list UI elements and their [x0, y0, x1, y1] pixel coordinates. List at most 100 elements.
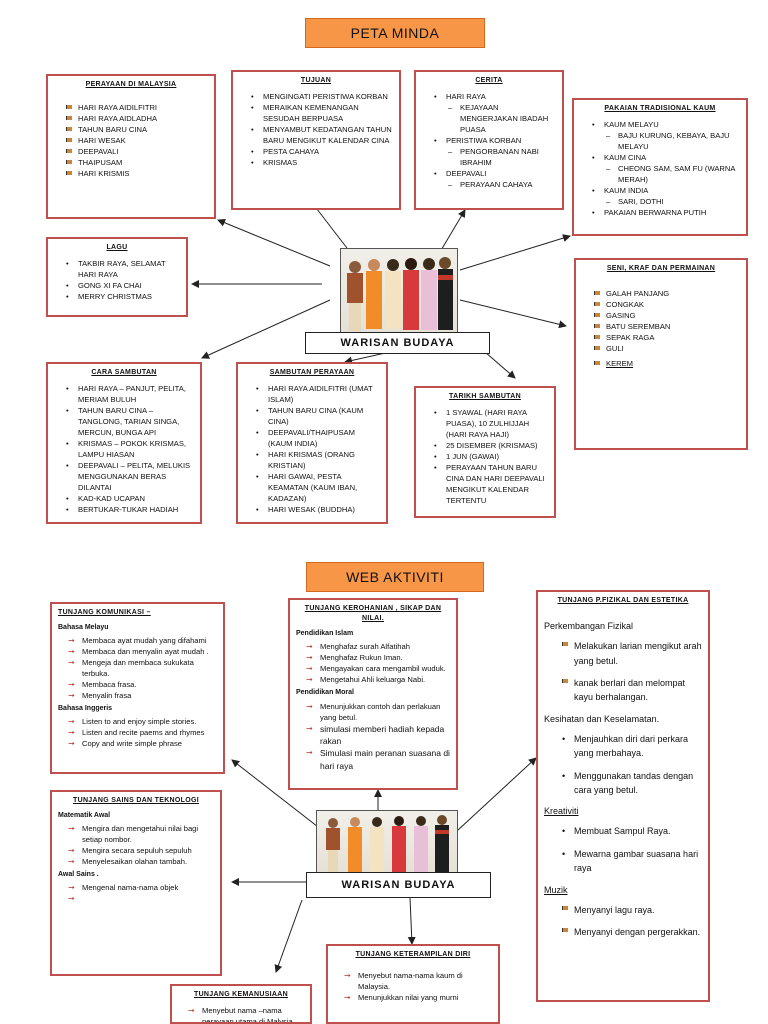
list-item: simulasi memberi hadiah kepada rakan [296, 723, 450, 748]
kerohanian-box: TUNJANG KEROHANIAN , SIKAP DAN NILAI. Pe… [288, 598, 458, 790]
keterampilan-box: TUNJANG KETERAMPILAN DIRI Menyebut nama-… [326, 944, 500, 1024]
list-item: Listen to and enjoy simple stories. [58, 716, 217, 728]
keterampilan-heading: TUNJANG KETERAMPILAN DIRI [355, 951, 471, 958]
list-item: Mengenal nama-nama objek [58, 882, 214, 894]
peta-minda-title: PETA MINDA [305, 18, 485, 48]
list-item: HARI RAYA [422, 91, 556, 102]
subheading: Matematik Awal [58, 812, 111, 820]
section-label: Perkembangan Fizikal [544, 621, 634, 632]
cerita-box: CERITA HARI RAYA KEJAYAAN MENGERJAKAN IB… [414, 70, 564, 210]
list-item: Menyalin frasa [58, 690, 217, 702]
list-item: HARI RAYA AIDILFITRI (UMAT ISLAM) [244, 383, 380, 405]
sambutan-perayaan-box: SAMBUTAN PERAYAAN HARI RAYA AIDILFITRI (… [236, 362, 388, 524]
list-item: Mengetahui Ahli keluarga Nabi. [296, 674, 450, 686]
list-item: Membaca frasa. [58, 679, 217, 691]
warisan-budaya-label: WARISAN BUDAYA [305, 332, 490, 354]
list-item: Menunjukkan nilai yang murni [334, 992, 492, 1004]
cara-heading: CARA SAMBUTAN [91, 369, 157, 376]
list-item: Membaca ayat mudah yang difahami [58, 635, 217, 647]
list-item: Copy and write simple phrase [58, 738, 217, 750]
list-item: GALAH PANJANG [582, 288, 740, 299]
list-item: CONGKAK [582, 299, 740, 310]
list-item: MENGINGATI PERISTIWA KORBAN [239, 91, 393, 102]
subheading: Pendidikan Moral [296, 689, 354, 697]
list-item: Menyelesaikan olahan tambah. [58, 856, 214, 868]
cerita-heading: CERITA [475, 77, 503, 84]
section-label: Kreativiti [544, 806, 579, 817]
pakaian-box: PAKAIAN TRADISIONAL KAUM KAUM MELAYU BAJ… [572, 98, 748, 236]
tarikh-sambutan-box: TARIKH SAMBUTAN 1 SYAWAL (HARI RAYA PUAS… [414, 386, 556, 518]
list-item: BATU SEREMBAN [582, 321, 740, 332]
list-subitem: PENGORBANAN NABI IBRAHIM [422, 146, 556, 168]
list-item: 25 DISEMBER (KRISMAS) [422, 440, 548, 451]
list-item: DEEPAVALI/THAIPUSAM (KAUM INDIA) [244, 427, 380, 449]
sains-teknologi-box: TUNJANG SAINS DAN TEKNOLOGI Matematik Aw… [50, 790, 222, 976]
lagu-heading: LAGU [106, 244, 128, 251]
list-subitem: PERAYAAN CAHAYA [422, 179, 556, 190]
list-item: Menyebut nama –nama perayaan utama di Ma… [178, 1005, 304, 1022]
list-item: PAKAIAN BERWARNA PUTIH [580, 207, 740, 218]
list-item: GONG XI FA CHAI [54, 280, 180, 291]
subheading: Bahasa Inggeris [58, 705, 113, 713]
list-item: THAIPUSAM [54, 157, 208, 168]
list-item: Melakukan larian mengikut arah yang betu… [550, 639, 702, 668]
tujuan-box: TUJUAN MENGINGATI PERISTIWA KORBAN MERAI… [231, 70, 401, 210]
kerohanian-heading: TUNJANG KEROHANIAN , SIKAP DAN NILAI. [304, 605, 442, 623]
list-item: Menjauhkan diri dari perkara yang merbah… [550, 732, 702, 761]
list-item: PERAYAAN TAHUN BARU CINA DAN HARI DEEPAV… [422, 462, 548, 506]
list-item: 1 SYAWAL (HARI RAYA PUASA), 10 ZULHIJJAH… [422, 407, 548, 440]
list-item: TAHUN BARU CINA [54, 124, 208, 135]
list-item: KAD-KAD UCAPAN [54, 493, 194, 504]
perayaan-heading: PERAYAAN DI MALAYSIA [85, 81, 177, 88]
komunikasi-heading: TUNJANG KOMUNIKASI – [58, 609, 151, 616]
list-item: Membuat Sampul Raya. [550, 824, 702, 839]
people-illustration [347, 257, 453, 331]
list-item: Simulasi main peranan suasana di hari ra… [296, 747, 450, 772]
list-item: KAUM INDIA [580, 185, 740, 196]
traditional-costume-photo [340, 248, 458, 334]
list-item: HARI KRISMAS (ORANG KRISTIAN) [244, 449, 380, 471]
list-item: HARI KRISMIS [54, 168, 208, 179]
list-item: MENYAMBUT KEDATANGAN TAHUN BARU MENGIKUT… [239, 124, 393, 146]
kemanusiaan-heading: TUNJANG KEMANUSIAAN [194, 991, 288, 998]
list-item: Menyanyi lagu raya. [550, 903, 702, 917]
tujuan-heading: TUJUAN [300, 77, 332, 84]
section-label: Kesihatan dan Keselamatan. [544, 713, 660, 724]
list-item: PERISTIWA KORBAN [422, 135, 556, 146]
list-item: Mengeja dan membaca sukukata terbuka. [58, 657, 217, 679]
list-item: GULI [582, 343, 740, 354]
list-item: TAHUN BARU CINA – TANGLONG, TARIAN SINGA… [54, 405, 194, 438]
list-subitem: KEJAYAAN MENGERJAKAN IBADAH PUASA [422, 102, 556, 135]
subheading: Bahasa Melayu [58, 624, 109, 632]
list-item: Mengira secara sepuluh sepuluh [58, 845, 214, 857]
list-item: Listen and recite paems and rhymes [58, 727, 217, 739]
list-item: MERAIKAN KEMENANGAN SESUDAH BERPUASA [239, 102, 393, 124]
list-item: HARI RAYA – PANJUT, PELITA, MERIAM BULUH [54, 383, 194, 405]
list-item: PESTA CAHAYA [239, 146, 393, 157]
list-item: DEEPAVALI – PELITA, MELUKIS MENGGUNAKAN … [54, 460, 194, 493]
fizikal-heading: TUNJANG P.FIZIKAL DAN ESTETIKA [557, 597, 689, 604]
list-item: Mengayakan cara mengambil wuduk. [296, 663, 450, 675]
list-item: kanak berlari dan melompat kayu berhalan… [550, 676, 702, 705]
list-item: KAUM MELAYU [580, 119, 740, 130]
sambutan-heading: SAMBUTAN PERAYAAN [269, 369, 355, 376]
subheading: Pendidikan Islam [296, 630, 354, 638]
list-item: HARI WESAK (BUDDHA) [244, 504, 380, 515]
list-item: Membaca dan menyalin ayat mudah . [58, 646, 217, 658]
list-item: HARI GAWAI, PESTA KEAMATAN (KAUM IBAN, K… [244, 471, 380, 504]
warisan-budaya-label-2: WARISAN BUDAYA [306, 872, 491, 898]
list-item: GASING [582, 310, 740, 321]
list-item: TAHUN BARU CINA (KAUM CINA) [244, 405, 380, 427]
sains-heading: TUNJANG SAINS DAN TEKNOLOGI [73, 797, 199, 804]
list-item: Menunjukkan contoh dan perlakuan yang be… [296, 701, 450, 723]
list-item: KAUM CINA [580, 152, 740, 163]
fizikal-estetika-box: TUNJANG P.FIZIKAL DAN ESTETIKA Perkemban… [536, 590, 710, 1002]
traditional-costume-photo-2 [316, 810, 458, 874]
list-item: DEEPAVALI [54, 146, 208, 157]
list-item: HARI RAYA AIDILFITRI [54, 102, 208, 113]
section-label: Muzik [544, 884, 568, 895]
list-item: DEEPAVALI [422, 168, 556, 179]
seni-box: SENI, KRAF DAN PERMAINAN GALAH PANJANG C… [574, 258, 748, 450]
lagu-box: LAGU TAKBIR RAYA, SELAMAT HARI RAYA GONG… [46, 237, 188, 317]
